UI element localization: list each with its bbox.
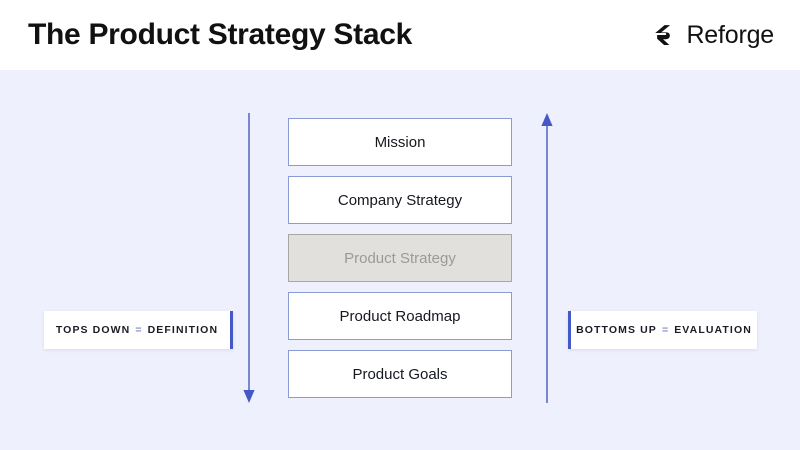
stack-box-mission[interactable]: Mission — [288, 118, 512, 166]
stack-box-company-strategy[interactable]: Company Strategy — [288, 176, 512, 224]
callout-suffix: DEFINITION — [147, 324, 219, 336]
brand-logo: Reforge — [651, 22, 774, 48]
stack-box-product-goals[interactable]: Product Goals — [288, 350, 512, 398]
stack-box-product-roadmap[interactable]: Product Roadmap — [288, 292, 512, 340]
stack-box-product-strategy[interactable]: Product Strategy — [288, 234, 512, 282]
diagram-canvas: Mission Company Strategy Product Strateg… — [0, 70, 800, 450]
callout-suffix: EVALUATION — [674, 324, 752, 336]
callout-prefix: BOTTOMS UP — [576, 324, 657, 336]
stack-box-label: Product Strategy — [344, 249, 456, 267]
callout-prefix: TOPS DOWN — [55, 324, 131, 336]
page-header: The Product Strategy Stack Reforge — [0, 0, 800, 70]
bottoms-up-arrow — [538, 113, 556, 403]
callout-operator: = — [135, 324, 143, 336]
stack-box-label: Product Roadmap — [339, 307, 461, 325]
callout-text: TOPS DOWN = DEFINITION — [56, 324, 218, 336]
stack-box-label: Company Strategy — [337, 191, 463, 209]
tops-down-arrow — [240, 113, 258, 403]
stack-box-label: Product Goals — [352, 365, 448, 383]
stack-box-label: Mission — [374, 133, 426, 151]
reforge-logo-icon — [651, 22, 677, 48]
callout-text: BOTTOMS UP = EVALUATION — [576, 324, 752, 336]
callout-bottoms-up: BOTTOMS UP = EVALUATION — [568, 311, 757, 349]
page-title: The Product Strategy Stack — [28, 18, 412, 51]
callout-operator: = — [661, 324, 670, 336]
strategy-stack: Mission Company Strategy Product Strateg… — [288, 118, 512, 398]
brand-name: Reforge — [686, 20, 774, 49]
callout-tops-down: TOPS DOWN = DEFINITION — [44, 311, 233, 349]
